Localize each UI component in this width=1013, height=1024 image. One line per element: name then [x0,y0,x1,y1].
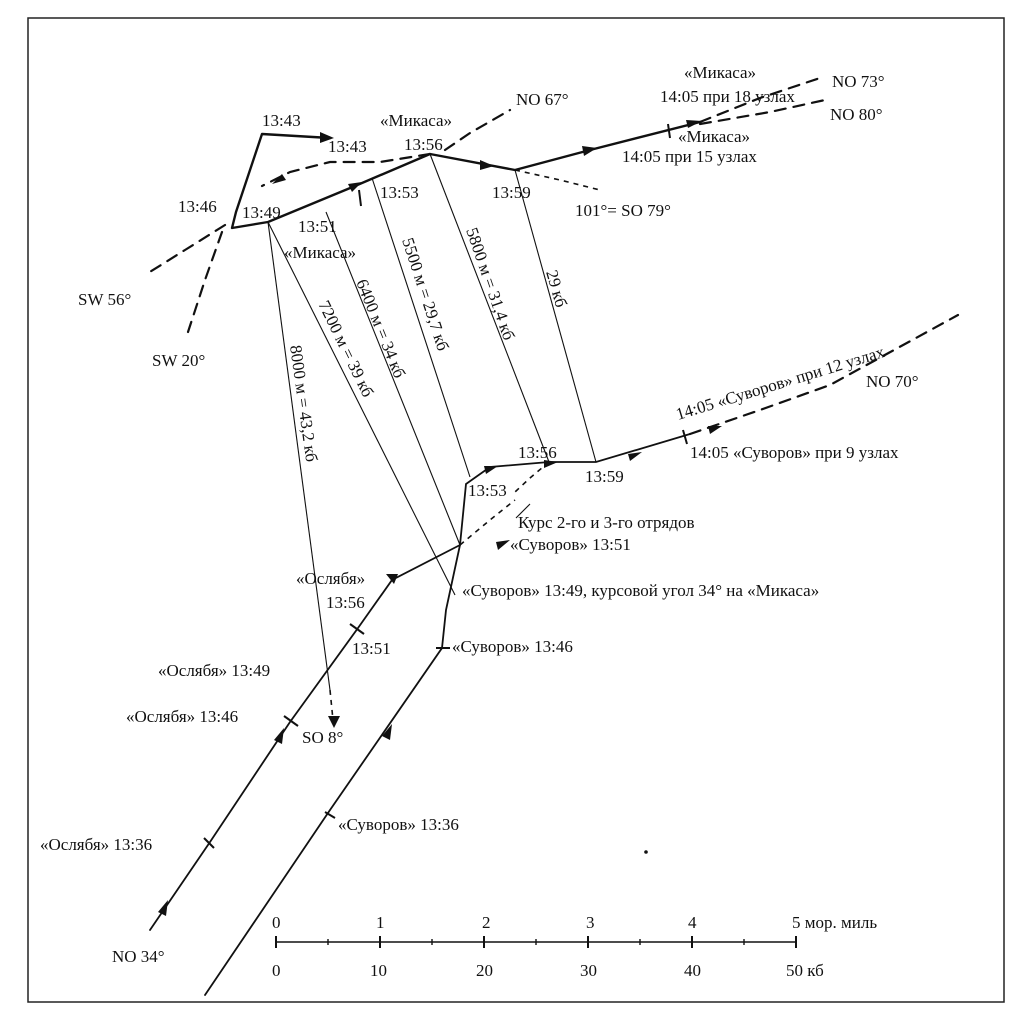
time-tick [349,623,365,635]
heading-so79: 101°= SO 79° [575,201,671,220]
heading-sw56: SW 56° [78,290,131,309]
arrow-icon [348,182,362,192]
scale-bottom-40: 40 [684,961,701,980]
suvorov-course-label: Курс 2-го и 3-го отрядов [518,513,695,532]
stray-dot [644,850,648,854]
mikasa-time-1343-outer: 13:43 [262,111,301,130]
mikasa-track [143,76,827,334]
suvorov-1351: «Суворов» 13:51 [510,535,631,554]
scale-top-4: 4 [688,913,697,932]
mikasa-time-1356: 13:56 [404,135,443,154]
arrow-icon [480,160,494,170]
mikasa-time-1349: 13:49 [242,203,281,222]
scale-top-0: 0 [272,913,281,932]
mikasa-time-1405-18: 14:05 при 18 узлах [660,87,795,106]
oslyabya-labels: «Ослябя» 13:56 13:51 «Ослябя» 13:49 «Осл… [40,569,391,854]
mikasa-label-mid: «Микаса» [678,127,750,146]
heading-no80: NO 80° [830,105,883,124]
scale-top-3: 3 [586,913,595,932]
time-tick [283,715,299,727]
arrow-icon [628,452,642,461]
scale-bottom-10: 10 [370,961,387,980]
arrow-icon [274,728,284,744]
scale-bottom-0: 0 [272,961,281,980]
oslyabya-1349: «Ослябя» 13:49 [158,661,270,680]
heading-so8: SO 8° [302,728,343,747]
oslyabya-track [149,499,516,931]
oslyabya-label-top: «Ослябя» [296,569,365,588]
range-29: 29 кб [542,268,571,310]
suvorov-1346: «Суворов» 13:46 [452,637,573,656]
scale-top-5: 5 мор. миль [792,913,877,932]
scale-bottom-20: 20 [476,961,493,980]
heading-no73: NO 73° [832,72,885,91]
time-tick [203,837,215,849]
arrow-icon [320,132,334,143]
range-8000: 8000 м = 43,2 кб [286,344,321,463]
arrow-icon [382,724,392,740]
suvorov-1405-9: 14:05 «Суворов» при 9 узлах [690,443,899,462]
suvorov-labels: 14:05 «Суворов» при 12 узлах 14:05 «Суво… [338,342,899,834]
oslyabya-label-upper: «Микаса» [284,243,356,262]
suvorov-1336: «Суворов» 13:36 [338,815,459,834]
arrow-icon [496,540,510,550]
mikasa-time-1405-15: 14:05 при 15 узлах [622,147,757,166]
mikasa-time-1351: 13:51 [298,217,337,236]
time-tick [682,429,688,445]
oslyabya-time-1356: 13:56 [326,593,365,612]
time-tick [358,189,362,207]
range-lines [267,153,597,691]
arrow-icon [544,460,558,468]
time-tick [324,811,336,819]
scale-bottom-30: 30 [580,961,597,980]
mikasa-time-1346: 13:46 [178,197,217,216]
mikasa-time-1343-inner: 13:43 [328,137,367,156]
oslyabya-time-1351: 13:51 [352,639,391,658]
heading-no34: NO 34° [112,947,165,966]
heading-no67: NO 67° [516,90,569,109]
mikasa-time-1353: 13:53 [380,183,419,202]
suvorov-time-1359: 13:59 [585,467,624,486]
range-5500: 5500 м = 29,7 кб [398,235,452,353]
mikasa-label-top: «Микаса» [684,63,756,82]
scale-top-1: 1 [376,913,385,932]
suvorov-1405-12: 14:05 «Суворов» при 12 узлах [674,342,888,424]
arrow-icon [328,716,340,728]
mikasa-labels: «Микаса» 14:05 при 18 узлах «Микаса» 14:… [178,63,795,262]
arrow-icon [484,466,498,474]
scale-bar: 0 1 2 3 4 5 мор. миль 0 10 20 30 40 50 к… [272,913,877,980]
mikasa-label-left: «Микаса» [380,111,452,130]
time-tick [667,123,671,139]
arrow-icon [708,426,722,434]
heading-no70: NO 70° [866,372,919,391]
range-5800: 5800 м = 31,4 кб [462,225,518,342]
mikasa-time-1359: 13:59 [492,183,531,202]
oslyabya-1336: «Ослябя» 13:36 [40,835,152,854]
suvorov-time-1353: 13:53 [468,481,507,500]
suvorov-time-1356: 13:56 [518,443,557,462]
course-pointer [515,503,531,519]
heading-labels: NO 67° NO 73° NO 80° 101°= SO 79° SW 56°… [78,72,919,966]
arrow-icon [386,574,398,584]
arrow-icon [158,900,168,916]
arrow-icon [272,174,286,184]
arrow-icon [686,120,702,128]
arrow-icon [582,146,597,156]
heading-sw20: SW 20° [152,351,205,370]
oslyabya-1346: «Ослябя» 13:46 [126,707,238,726]
scale-top-2: 2 [482,913,491,932]
scale-bottom-50: 50 кб [786,961,824,980]
diagram-frame [27,17,1005,1003]
suvorov-track [204,313,960,996]
suvorov-1349: «Суворов» 13:49, курсовой угол 34° на «М… [462,581,819,600]
